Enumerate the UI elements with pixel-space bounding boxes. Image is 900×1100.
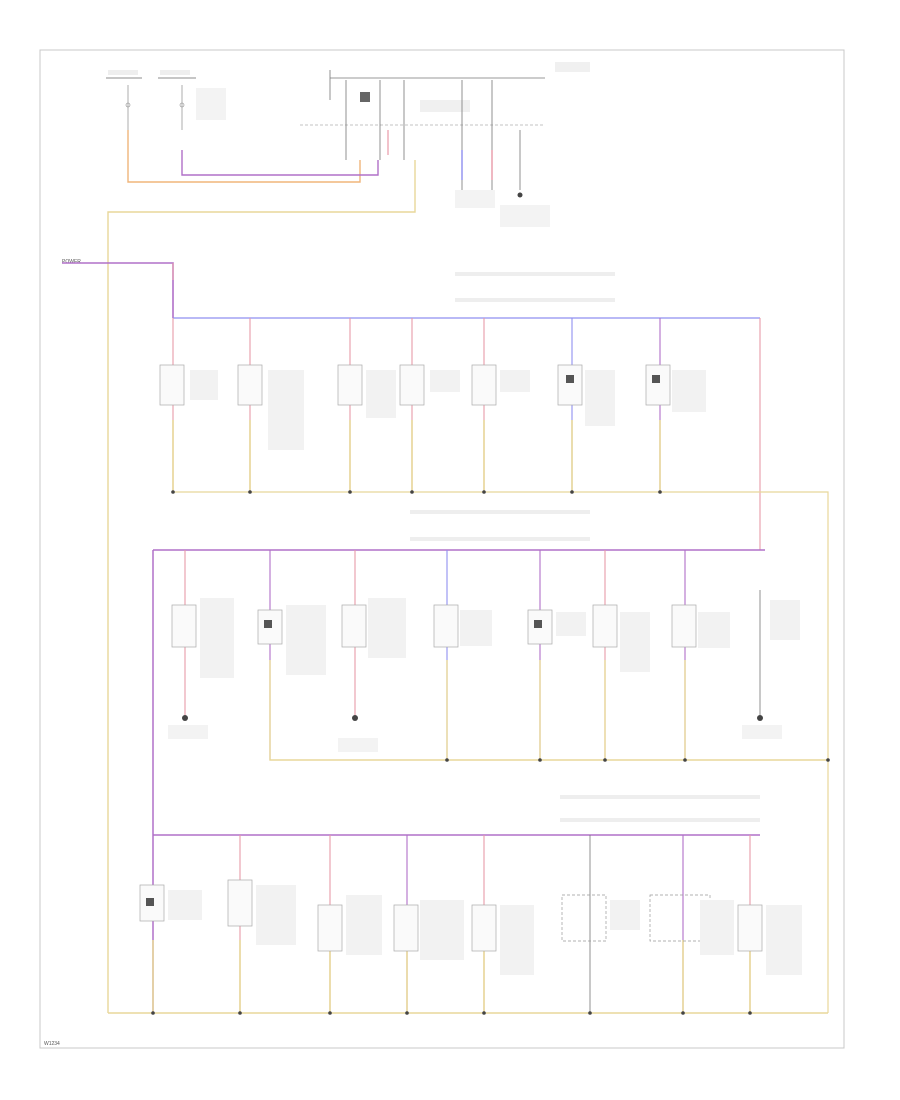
control-unit-box: [300, 62, 590, 227]
switch-component: [433, 604, 459, 648]
diagram-id-label: W1234: [44, 1041, 60, 1047]
switch-component: [471, 364, 497, 406]
dashed-component: [561, 894, 607, 942]
switch-component: [171, 604, 197, 648]
switch-component: [317, 904, 343, 952]
switch-component: [557, 364, 583, 406]
switch-component: [399, 364, 425, 406]
switch-component: [227, 879, 253, 927]
diagram-frame: [39, 49, 845, 1049]
switch-component: [671, 604, 697, 648]
power-bus: POWER: [62, 259, 174, 318]
switch-component: [527, 609, 553, 645]
row-3: [108, 795, 828, 1014]
ground-point: [352, 715, 358, 721]
junctions: [151, 490, 830, 1015]
switch-component: [471, 904, 497, 952]
switch-component: [337, 364, 363, 406]
switch-component: [592, 604, 618, 648]
top-section: [106, 62, 590, 1013]
fuse-block-left: [106, 70, 226, 130]
ground-point: [182, 715, 188, 721]
ground-point: [757, 715, 763, 721]
power-bus-label: POWER: [62, 259, 81, 265]
switch-component: [737, 904, 763, 952]
switch-component: [341, 604, 367, 648]
switch-component: [159, 364, 185, 406]
switch-component: [645, 364, 671, 406]
row-1: [159, 272, 829, 1013]
switch-component: [237, 364, 263, 406]
top-wires: [107, 130, 493, 1013]
switch-component: [393, 904, 419, 952]
row-2: [152, 510, 828, 1013]
